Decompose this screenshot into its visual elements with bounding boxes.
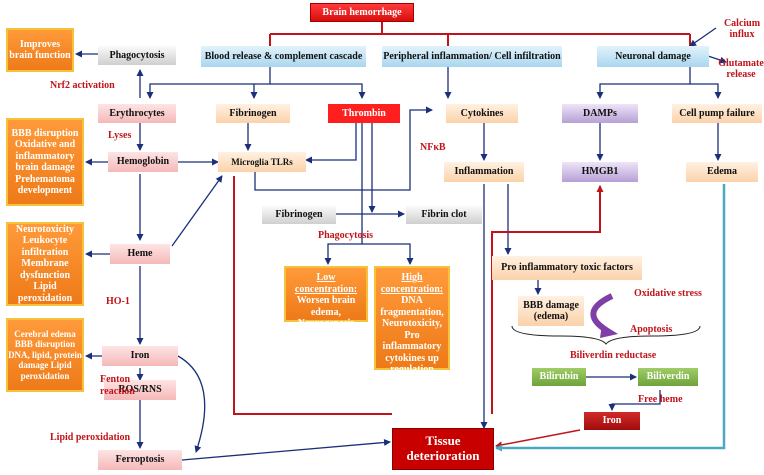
microglia-tlrs-node: Microglia TLRs (218, 152, 306, 172)
inflammation-node: Inflammation (444, 162, 524, 182)
bilirubin-node: Bilirubin (532, 368, 586, 386)
biliverdin-node: Biliverdin (638, 368, 698, 386)
microglia-tlrs-label: Microglia TLRs (231, 156, 293, 167)
apoptosis-label: Apoptosis (630, 324, 673, 335)
fibrin-clot-node: Fibrin clot (406, 206, 482, 224)
iron-effects-box: Cerebral edema BBB disruption DNA, lipid… (6, 318, 84, 392)
hemoglobin-node: Hemoglobin (108, 152, 178, 172)
blood-release-node: Blood release & complement cascade (201, 46, 366, 67)
low-concentration-body: Worsen brain edema, Neurogenesis (296, 295, 356, 329)
improves-brain-label: Improves brain function (9, 38, 71, 62)
fibrinogen-2-node: Fibrinogen (262, 206, 336, 224)
pro-inflammatory-node: Pro inflammatory toxic factors (492, 256, 642, 280)
bilirubin-label: Bilirubin (539, 371, 579, 383)
heme-label: Heme (127, 248, 153, 260)
heme-effects-box: Neurotoxicity Leukocyte infiltration Mem… (6, 222, 84, 306)
lyses-label: Lyses (108, 130, 132, 141)
cytokines-label: Cytokines (460, 107, 504, 119)
biliverdin-reductase-label: Biliverdin reductase (570, 350, 657, 361)
tissue-deterioration-label: Tissue deterioration (406, 433, 480, 463)
heme-node: Heme (110, 244, 170, 264)
nfkb-label: NFκB (420, 142, 446, 153)
ho1-label: HO-1 (106, 296, 130, 307)
hmgb1-node: HMGB1 (562, 162, 638, 182)
blood-release-label: Blood release & complement cascade (204, 50, 363, 62)
phagocytosis-label: Phagocytosis (109, 49, 165, 61)
ferroptosis-node: Ferroptosis (98, 450, 182, 470)
neuronal-damage-node: Neuronal damage (597, 46, 709, 67)
oxidative-stress-label: Oxidative stress (634, 288, 702, 299)
improves-brain-node: Improves brain function (6, 28, 74, 72)
cell-pump-failure-label: Cell pump failure (679, 107, 755, 119)
edema-label: Edema (707, 166, 737, 178)
high-concentration-title: High concentration: (380, 272, 444, 295)
hemoglobin-effects-text: BBB disruption Oxidative and inflammator… (11, 127, 79, 197)
hmgb1-label: HMGB1 (581, 166, 619, 178)
edema-node: Edema (686, 162, 758, 182)
iron-effects-text: Cerebral edema BBB disruption DNA, lipid… (8, 329, 82, 381)
hemoglobin-label: Hemoglobin (116, 156, 170, 168)
peripheral-inflammation-label: Peripheral inflammation/ Cell infiltrati… (383, 50, 561, 62)
fenton-label: Fenton reaction (100, 374, 135, 397)
hemoglobin-effects-box: BBB disruption Oxidative and inflammator… (6, 118, 84, 206)
fibrinogen-node: Fibrinogen (216, 104, 290, 123)
bbb-damage-node: BBB damage (edema) (518, 296, 584, 326)
thrombin-label: Thrombin (342, 107, 386, 119)
ros-rns-node: ROS/RNS (104, 380, 176, 400)
high-concentration-body: DNA fragmentation, Neurotoxicity, Pro in… (380, 295, 444, 375)
high-concentration-box: High concentration: DNA fragmentation, N… (374, 266, 450, 375)
brain-hemorrhage-node: Brain hemorrhage (310, 3, 414, 22)
cell-pump-failure-node: Cell pump failure (672, 104, 762, 123)
erythrocytes-label: Erythrocytes (109, 107, 165, 119)
damps-node: DAMPs (562, 104, 638, 123)
biliverdin-label: Biliverdin (646, 371, 690, 383)
fibrinogen-2-label: Fibrinogen (275, 209, 323, 221)
phagocytosis-text-label: Phagocytosis (318, 230, 373, 241)
free-heme-label: Free heme (638, 394, 683, 405)
fibrin-clot-label: Fibrin clot (421, 209, 467, 221)
thrombin-node: Thrombin (328, 104, 400, 123)
ros-rns-label: ROS/RNS (118, 384, 162, 396)
brain-hemorrhage-label: Brain hemorrhage (322, 6, 402, 18)
lipid-peroxidation-label: Lipid peroxidation (50, 432, 131, 443)
erythrocytes-node: Erythrocytes (98, 104, 176, 123)
ferroptosis-label: Ferroptosis (115, 454, 165, 466)
nrf2-label: Nrf2 activation (50, 80, 115, 91)
neuronal-damage-label: Neuronal damage (615, 50, 691, 62)
low-concentration-title: Low concentration: (294, 272, 358, 295)
glutamate-release-label: Glutamate release (718, 58, 764, 80)
inflammation-label: Inflammation (454, 166, 514, 178)
bbb-damage-label: BBB damage (edema) (523, 299, 579, 323)
iron-2-label: Iron (602, 415, 622, 427)
phagocytosis-node: Phagocytosis (98, 46, 176, 65)
fibrinogen-label: Fibrinogen (229, 107, 277, 119)
pro-inflammatory-label: Pro inflammatory toxic factors (501, 262, 633, 274)
iron-node: Iron (102, 346, 178, 366)
damps-label: DAMPs (583, 107, 617, 119)
iron-label: Iron (130, 350, 150, 362)
iron-2-node: Iron (584, 412, 640, 430)
low-concentration-box: Low concentration: Worsen brain edema, N… (284, 266, 368, 329)
peripheral-inflammation-node: Peripheral inflammation/ Cell infiltrati… (382, 46, 562, 67)
heme-effects-text: Neurotoxicity Leukocyte infiltration Mem… (15, 223, 75, 304)
calcium-influx-label: Calcium influx (723, 18, 761, 40)
cytokines-node: Cytokines (446, 104, 518, 123)
tissue-deterioration-node: Tissue deterioration (392, 428, 494, 470)
